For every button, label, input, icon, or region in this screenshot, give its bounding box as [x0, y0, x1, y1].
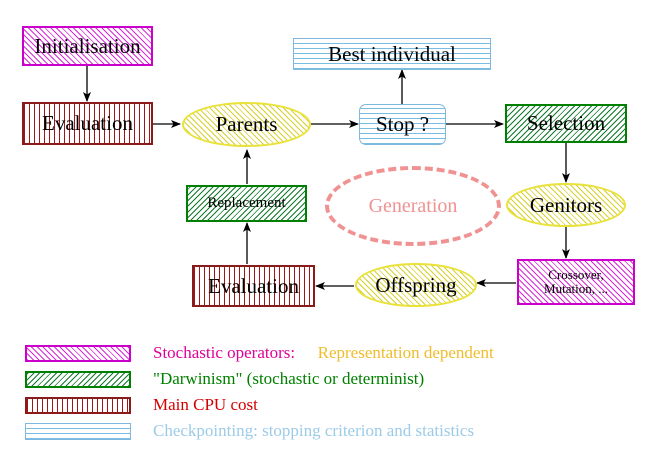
- legend-row: Stochastic operators: Representation dep…: [0, 340, 662, 366]
- node-initialisation[interactable]: Initialisation: [22, 26, 153, 66]
- node-offspring[interactable]: Offspring: [355, 263, 477, 307]
- node-parents[interactable]: Parents: [182, 102, 311, 147]
- legend-row: Main CPU cost: [0, 392, 662, 418]
- legend-primary-text: Stochastic operators:: [153, 343, 296, 362]
- node-replacement[interactable]: Replacement: [186, 185, 307, 222]
- node-selection[interactable]: Selection: [505, 104, 627, 143]
- node-replacement-label: Replacement: [207, 194, 286, 211]
- node-best-individual-label: Best individual: [328, 41, 456, 66]
- legend-label-main-cpu-cost: Main CPU cost: [153, 395, 258, 414]
- node-evaluation-bottom[interactable]: Evaluation: [192, 265, 315, 307]
- node-crossover-mutation-label-line1: Crossover,: [548, 267, 604, 283]
- legend-secondary-text: Representation dependent: [317, 343, 494, 362]
- legend-swatch-darwinism: [25, 370, 131, 388]
- node-genitors[interactable]: Genitors: [506, 183, 626, 227]
- legend-swatch-checkpointing: [25, 422, 131, 440]
- node-crossover-mutation[interactable]: Crossover, Mutation, ...: [517, 259, 635, 305]
- legend-label-checkpointing: Checkpointing: stopping criterion and st…: [153, 421, 475, 440]
- node-generation-label: Generation: [368, 194, 458, 217]
- legend: Stochastic operators: Representation dep…: [0, 340, 662, 444]
- node-crossover-mutation-label-line2: Mutation, ...: [544, 281, 608, 296]
- node-evaluation-bottom-label: Evaluation: [208, 273, 299, 298]
- legend-row: "Darwinism" (stochastic or determinist): [0, 366, 662, 392]
- node-selection-label: Selection: [526, 111, 606, 136]
- node-stop[interactable]: Stop ?: [359, 104, 446, 145]
- legend-label-darwinism: "Darwinism" (stochastic or determinist): [153, 369, 425, 388]
- node-genitors-label: Genitors: [529, 192, 603, 217]
- node-best-individual[interactable]: Best individual: [293, 38, 491, 70]
- node-evaluation-top-label: Evaluation: [42, 111, 133, 136]
- legend-label-stochastic-operators: Stochastic operators: Representation dep…: [153, 343, 494, 363]
- node-offspring-label: Offspring: [375, 272, 457, 297]
- node-generation: Generation: [325, 166, 501, 246]
- legend-row: Checkpointing: stopping criterion and st…: [0, 418, 662, 444]
- node-parents-label: Parents: [215, 112, 278, 137]
- node-evaluation-top[interactable]: Evaluation: [22, 102, 153, 145]
- node-initialisation-label: Initialisation: [34, 33, 141, 58]
- node-stop-label: Stop ?: [375, 112, 430, 137]
- legend-swatch-main-cpu-cost: [25, 396, 131, 414]
- legend-swatch-stochastic-operators: [25, 344, 131, 362]
